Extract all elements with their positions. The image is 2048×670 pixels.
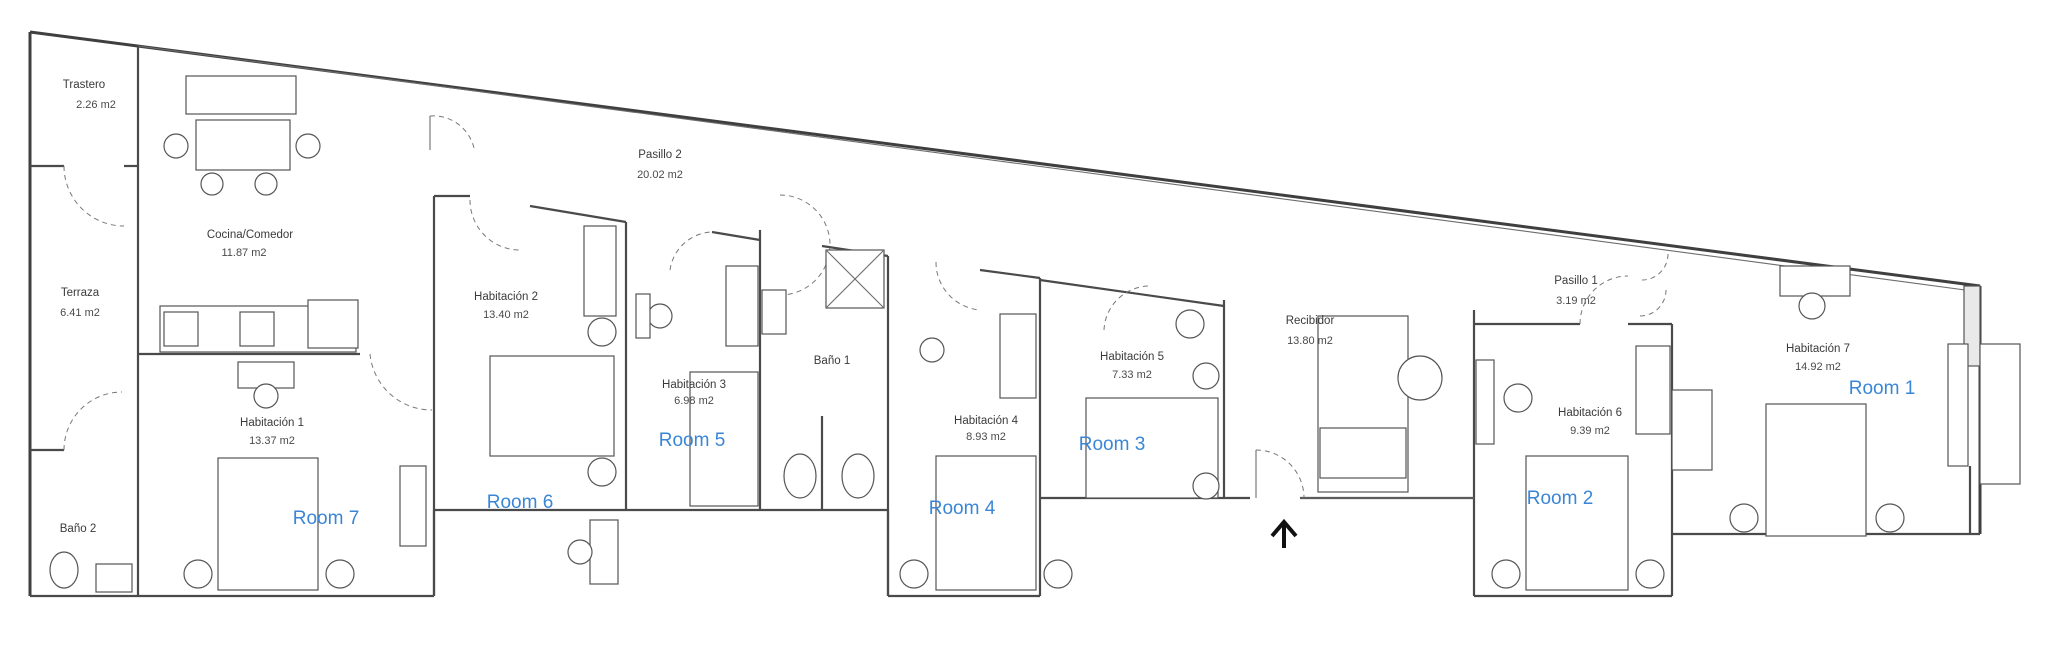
room-labels: Room 1 Room 2 Room 3 Room 4 Room 5 Room … (293, 378, 1916, 529)
hab2-name: Habitación 2 (474, 291, 538, 303)
wardrobe (1635, 345, 1671, 435)
nightstand (587, 317, 617, 347)
cushions (1319, 427, 1407, 479)
desk-chair (1798, 292, 1826, 320)
hab4-area: 8.93 m2 (966, 431, 1006, 443)
toilet (783, 453, 817, 499)
room-label-4: Room 4 (929, 498, 996, 519)
hab5-name: Habitación 5 (1100, 351, 1164, 363)
nightstand (899, 559, 929, 589)
toilet (49, 551, 79, 589)
hab1-area: 13.37 m2 (249, 435, 295, 447)
sofa (185, 75, 297, 115)
wardrobe (399, 465, 427, 547)
hab6-area: 9.39 m2 (1570, 425, 1610, 437)
room-label-3: Room 3 (1079, 434, 1146, 455)
hab5-area: 7.33 m2 (1112, 369, 1152, 381)
room-label-5: Room 5 (659, 430, 726, 451)
room-label-6: Room 6 (487, 492, 554, 513)
chair (200, 172, 224, 196)
terraza-name: Terraza (61, 287, 100, 299)
desk-chair (567, 539, 593, 565)
hab6-name: Habitación 6 (1558, 407, 1622, 419)
chair (254, 172, 278, 196)
hab3-area: 6.98 m2 (674, 395, 714, 407)
nightstand (1192, 472, 1220, 500)
arrow-up-icon (1270, 518, 1298, 548)
nightstand (1729, 503, 1759, 533)
desk-chair (1503, 383, 1533, 413)
round-table (1397, 355, 1443, 401)
window-sill (1475, 359, 1495, 445)
hab3-name: Habitación 3 (662, 379, 726, 391)
nightstand (183, 559, 213, 589)
cocina-name: Cocina/Comedor (207, 229, 293, 241)
bed (689, 371, 759, 507)
hab2-area: 13.40 m2 (483, 309, 529, 321)
washbasin (95, 563, 133, 593)
fridge (307, 299, 359, 349)
room-label-1: Room 1 (1849, 378, 1916, 399)
wardrobe (1947, 343, 1969, 467)
nightstand (1635, 559, 1665, 589)
pasillo1-area: 3.19 m2 (1556, 295, 1596, 307)
dining-table (195, 119, 291, 171)
bed (489, 355, 615, 457)
hab7-name: Habitación 7 (1786, 343, 1850, 355)
wardrobe (583, 225, 617, 317)
desk (635, 293, 651, 339)
washbasin (761, 289, 787, 335)
wardrobe (999, 313, 1037, 399)
bed (1525, 455, 1629, 591)
wardrobe (725, 265, 759, 347)
nightstand (1192, 362, 1220, 390)
trastero-area: 2.26 m2 (76, 99, 116, 111)
sink (239, 311, 275, 347)
recibidor-area: 13.80 m2 (1287, 335, 1333, 347)
nightstand (325, 559, 355, 589)
bano1-name: Baño 1 (814, 355, 850, 367)
desk (1779, 265, 1851, 297)
bed (1765, 403, 1867, 537)
recibidor-name: Recibidor (1286, 315, 1335, 327)
bano2-name: Baño 2 (60, 523, 96, 535)
bed (935, 455, 1037, 591)
bed (217, 457, 319, 591)
stove (163, 311, 199, 347)
hab4-name: Habitación 4 (954, 415, 1019, 427)
hab7-area: 14.92 m2 (1795, 361, 1841, 373)
interior-walls (30, 46, 1674, 596)
toilet (841, 453, 875, 499)
chair (163, 133, 189, 159)
room-label-7: Room 7 (293, 508, 360, 529)
cabinet (1671, 389, 1713, 471)
desk-chair (1175, 309, 1205, 339)
desk (589, 519, 619, 585)
pasillo1-name: Pasillo 1 (1554, 275, 1597, 287)
desk-chair (253, 383, 279, 409)
chair (295, 133, 321, 159)
hab1-name: Habitación 1 (240, 417, 304, 429)
nightstand (1491, 559, 1521, 589)
desk-chair (919, 337, 945, 363)
room-label-2: Room 2 (1527, 488, 1594, 509)
pasillo2-name: Pasillo 2 (638, 149, 681, 161)
right-window (1979, 343, 2021, 485)
furniture (49, 75, 1969, 593)
nightstand (587, 457, 617, 487)
nightstand (1875, 503, 1905, 533)
nightstand (1043, 559, 1073, 589)
space-labels: Trastero 2.26 m2 Cocina/Comedor 11.87 m2… (60, 79, 1850, 535)
trastero-name: Trastero (63, 79, 105, 91)
desk-chair (647, 303, 673, 329)
terraza-area: 6.41 m2 (60, 307, 100, 319)
pasillo2-area: 20.02 m2 (637, 169, 683, 181)
cocina-area: 11.87 m2 (221, 247, 266, 259)
